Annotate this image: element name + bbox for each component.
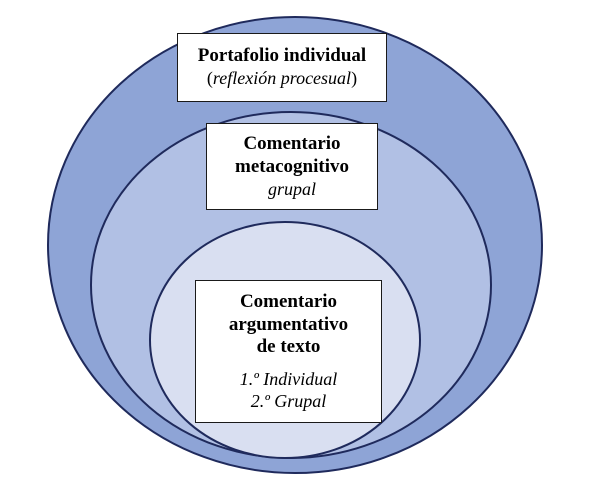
argumentative-item-individual: 1.º Individual [239, 369, 338, 390]
portfolio-subtitle-text: reflexión procesual [212, 68, 352, 89]
metacognitive-title-line2: metacognitivo [235, 155, 349, 177]
metacognitive-label-box: Comentario metacognitivo grupal [206, 123, 378, 210]
metacognitive-title-line1: Comentario [243, 132, 341, 154]
portfolio-subtitle-close: ) [351, 68, 358, 89]
portfolio-label-box: Portafolio individual (reflexión procesu… [177, 33, 387, 102]
argumentative-item-group: 2.º Grupal [250, 390, 327, 411]
argumentative-title-line3: de texto [256, 336, 321, 358]
argumentative-title-line2: argumentativo [228, 313, 349, 335]
portfolio-subtitle: (reflexión procesual) [207, 68, 357, 90]
argumentative-label-box: Comentario argumentativo de texto 1.º In… [195, 280, 382, 423]
portfolio-subtitle-open: ( [206, 68, 213, 89]
argumentative-title-line1: Comentario [239, 290, 338, 312]
metacognitive-subtitle: grupal [267, 178, 316, 199]
portfolio-title: Portafolio individual [197, 45, 367, 67]
